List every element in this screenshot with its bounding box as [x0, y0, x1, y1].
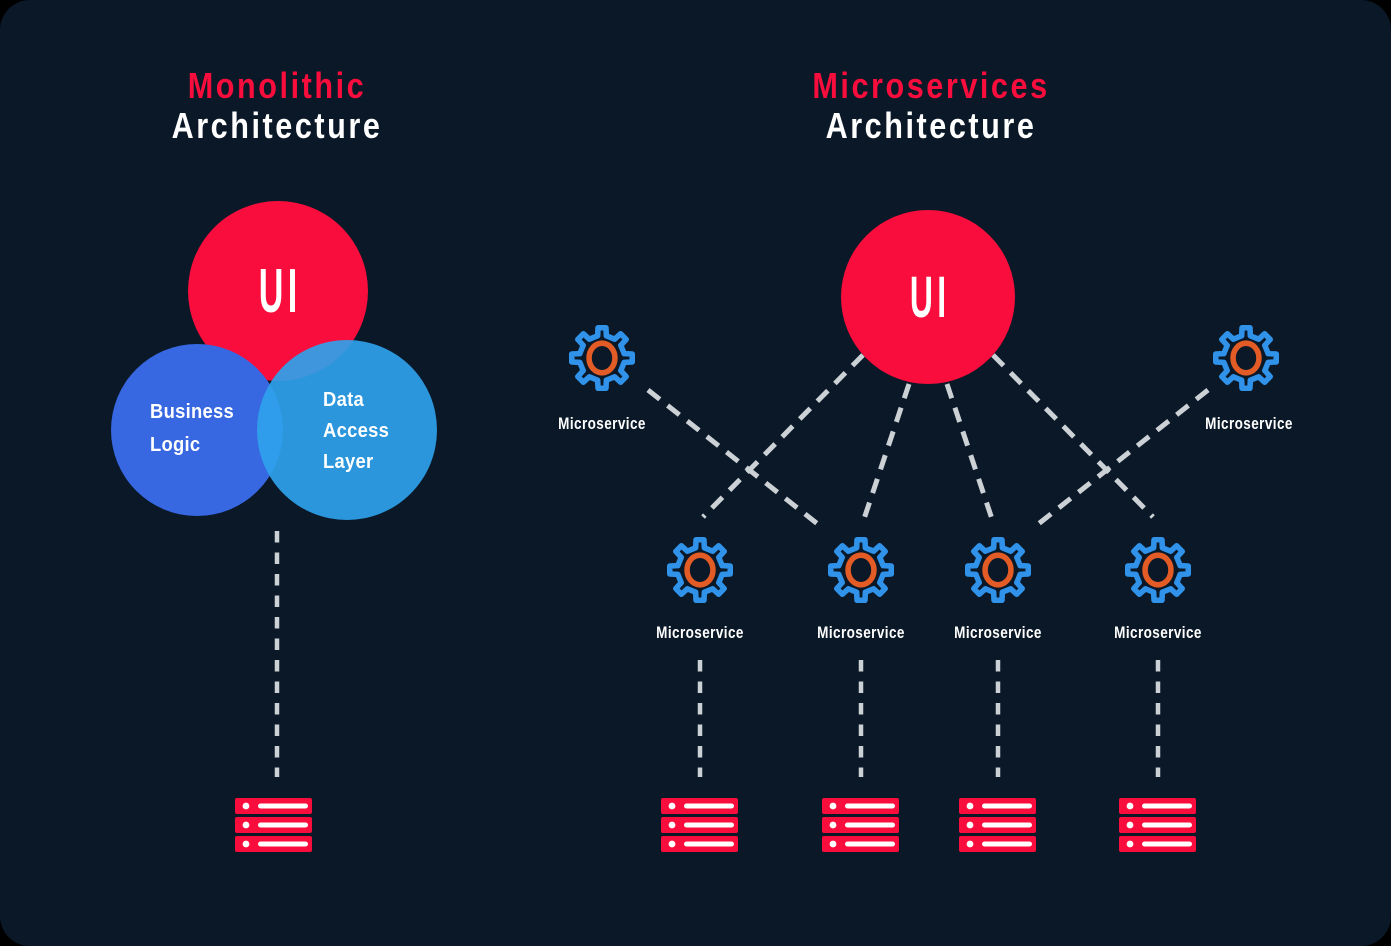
gear-icon — [1124, 536, 1192, 604]
microservices-ui-circle: UI — [841, 210, 1015, 384]
server-stack-icon — [822, 798, 899, 852]
connector-ui-to-gear1 — [701, 353, 865, 519]
microservices-title: Microservices Architecture — [721, 66, 1141, 146]
gear-icon — [827, 536, 895, 604]
monolithic-title-rest: Architecture — [171, 105, 383, 146]
microservice-label: Microservice — [817, 624, 905, 642]
connector-ui-to-gear2 — [861, 383, 912, 520]
server-stack-icon — [1119, 798, 1196, 852]
data-access-line1: Data — [323, 389, 364, 411]
data-access-layer-circle — [257, 340, 437, 520]
microservices-title-rest: Architecture — [825, 105, 1037, 146]
business-logic-line1: Business — [150, 401, 235, 423]
microservice-label: Microservice — [954, 624, 1042, 642]
data-access-layer-label: Data Access Layer — [323, 385, 389, 478]
business-logic-label: Business Logic — [150, 396, 234, 462]
business-logic-circle — [111, 344, 283, 516]
microservices-ui-label: UI — [909, 264, 951, 330]
connector-ui-to-gear4 — [991, 353, 1155, 519]
server-stack-icon — [661, 798, 738, 852]
connector-topright-gear-to-gear3 — [1030, 388, 1210, 531]
server-stack-icon — [959, 798, 1036, 852]
data-access-line2: Access — [323, 420, 390, 442]
data-access-line3: Layer — [323, 451, 374, 473]
gear-icon — [568, 324, 636, 392]
business-logic-line2: Logic — [150, 434, 201, 456]
gear-icon — [964, 536, 1032, 604]
server-stack-icon — [235, 798, 312, 852]
connector-ui-to-gear3 — [944, 383, 995, 520]
gear-icon — [1212, 324, 1280, 392]
microservice-label: Microservice — [558, 415, 646, 433]
connector-topleft-gear-to-gear2 — [646, 388, 826, 531]
monolithic-ui-label: UI — [258, 256, 302, 326]
microservices-title-accent: Microservices — [812, 65, 1050, 106]
monolithic-title-accent: Monolithic — [187, 65, 367, 106]
microservice-label: Microservice — [656, 624, 744, 642]
microservice-label: Microservice — [1205, 415, 1293, 433]
microservice-label: Microservice — [1114, 624, 1202, 642]
monolithic-title: Monolithic Architecture — [67, 66, 487, 146]
gear-icon — [666, 536, 734, 604]
